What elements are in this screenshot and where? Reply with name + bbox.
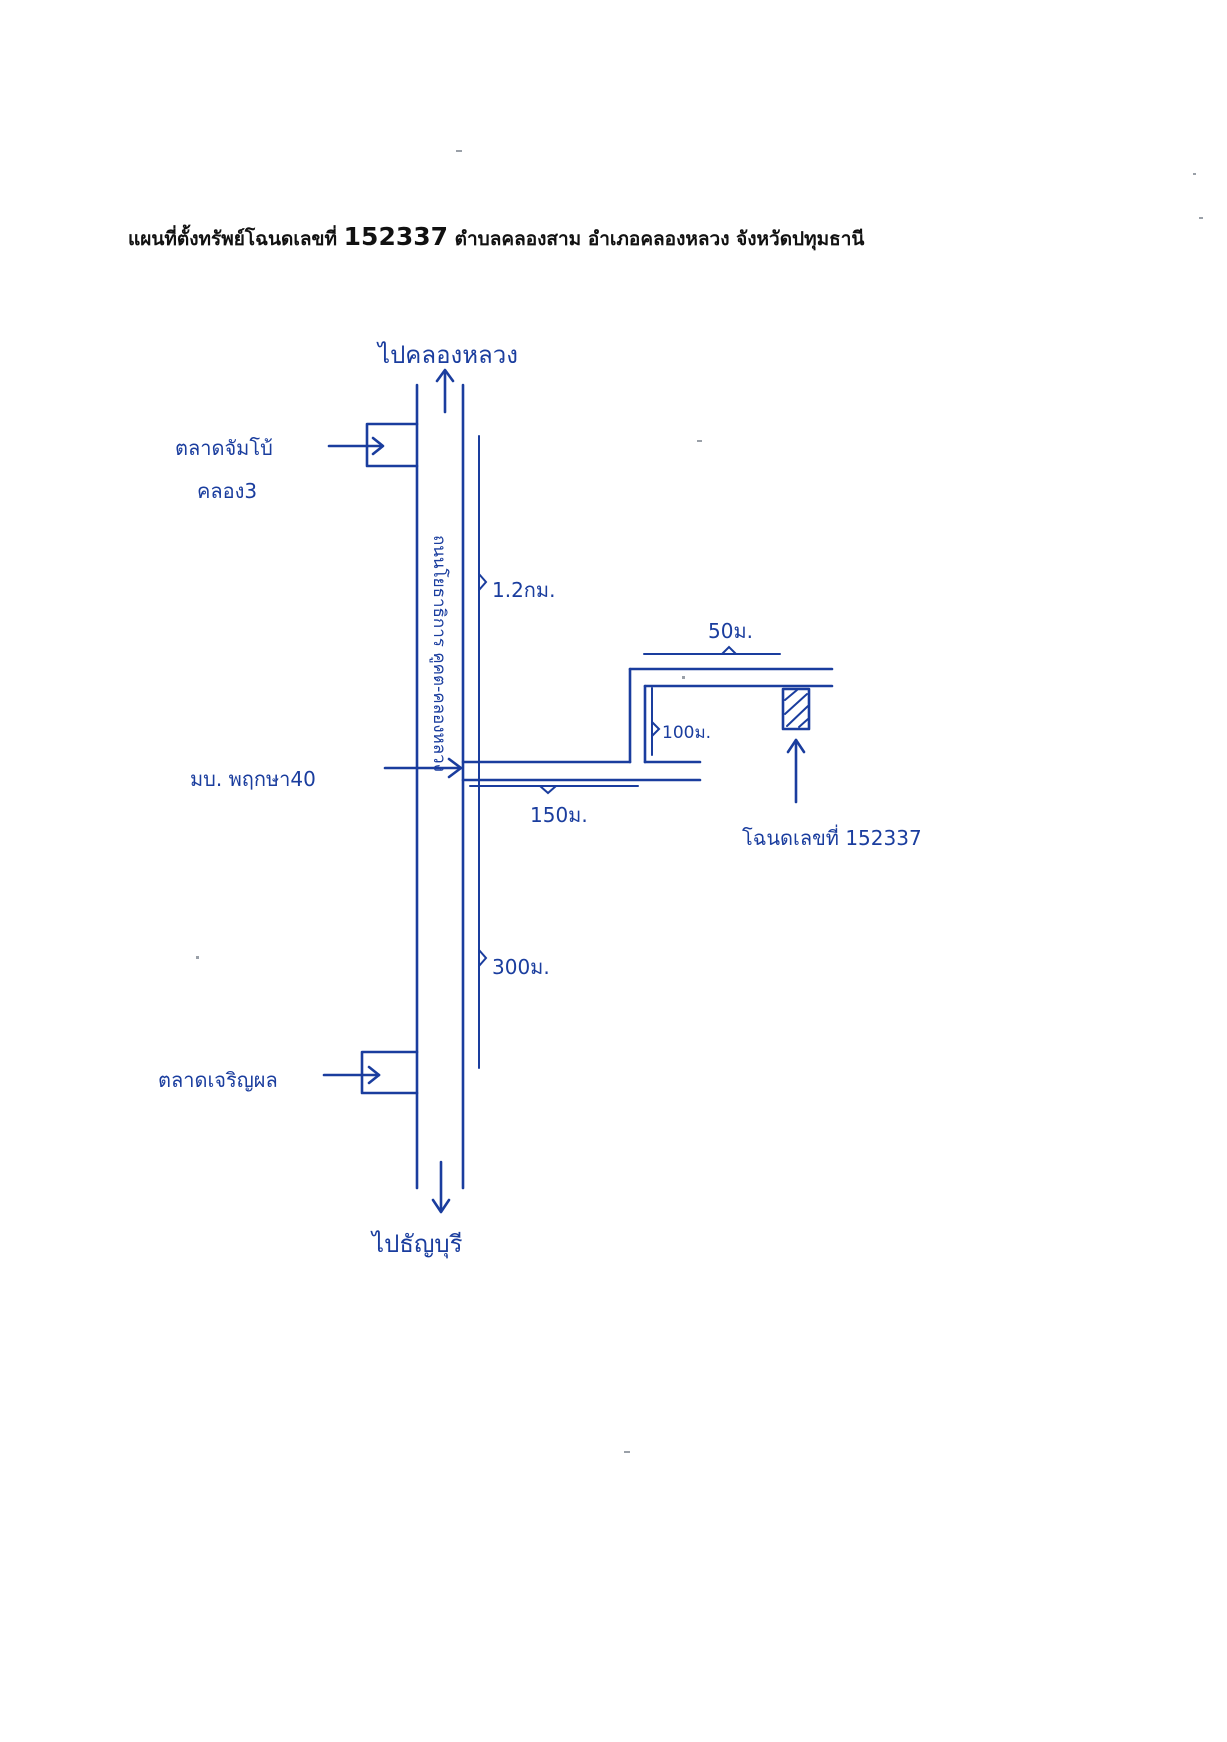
main-road — [415, 383, 465, 1190]
title-deed-number: 152337 — [343, 222, 449, 251]
road-name-label: ถนนโยธาธิการ คูคต-คลองหลวง — [429, 535, 450, 772]
market-jumbo-sublabel: คลอง3 — [197, 479, 257, 503]
market-charoenphon-label: ตลาดเจริญผล — [158, 1068, 278, 1092]
distance-soi-label: 150ม. — [530, 803, 588, 827]
north-arrow-icon — [435, 368, 455, 414]
title-location: ตำบลคลองสาม อำเภอคลองหลวง จังหวัดปทุมธาน… — [454, 228, 865, 250]
soi-road — [461, 645, 834, 795]
south-direction-label: ไปธัญบุรี — [370, 1230, 463, 1259]
market-jumbo-label: ตลาดจัมโบ้ — [175, 436, 273, 460]
scan-specks — [196, 150, 1203, 1453]
distance-top-label: 50ม. — [708, 619, 753, 643]
market-jumbo-marker — [327, 422, 419, 468]
page-title: แผนที่ตั้งทรัพย์โฉนดเลขที่ 152337 ตำบลคล… — [128, 222, 864, 254]
distance-branch-label: 100ม. — [662, 723, 711, 743]
distance-line-east — [478, 435, 488, 1069]
deed-label: โฉนดเลขที่ 152337 — [742, 824, 922, 850]
deed-plot-marker — [781, 687, 811, 731]
village-arrow-icon — [383, 757, 463, 779]
deed-arrow-icon — [786, 738, 806, 804]
south-arrow-icon — [431, 1160, 451, 1214]
distance-north-label: 1.2กม. — [492, 578, 555, 602]
north-direction-label: ไปคลองหลวง — [376, 341, 518, 369]
village-label: มบ. พฤกษา40 — [190, 767, 316, 791]
title-prefix: แผนที่ตั้งทรัพย์โฉนดเลขที่ — [128, 228, 338, 250]
distance-south-label: 300ม. — [492, 955, 550, 979]
market-charoenphon-marker — [322, 1050, 419, 1095]
